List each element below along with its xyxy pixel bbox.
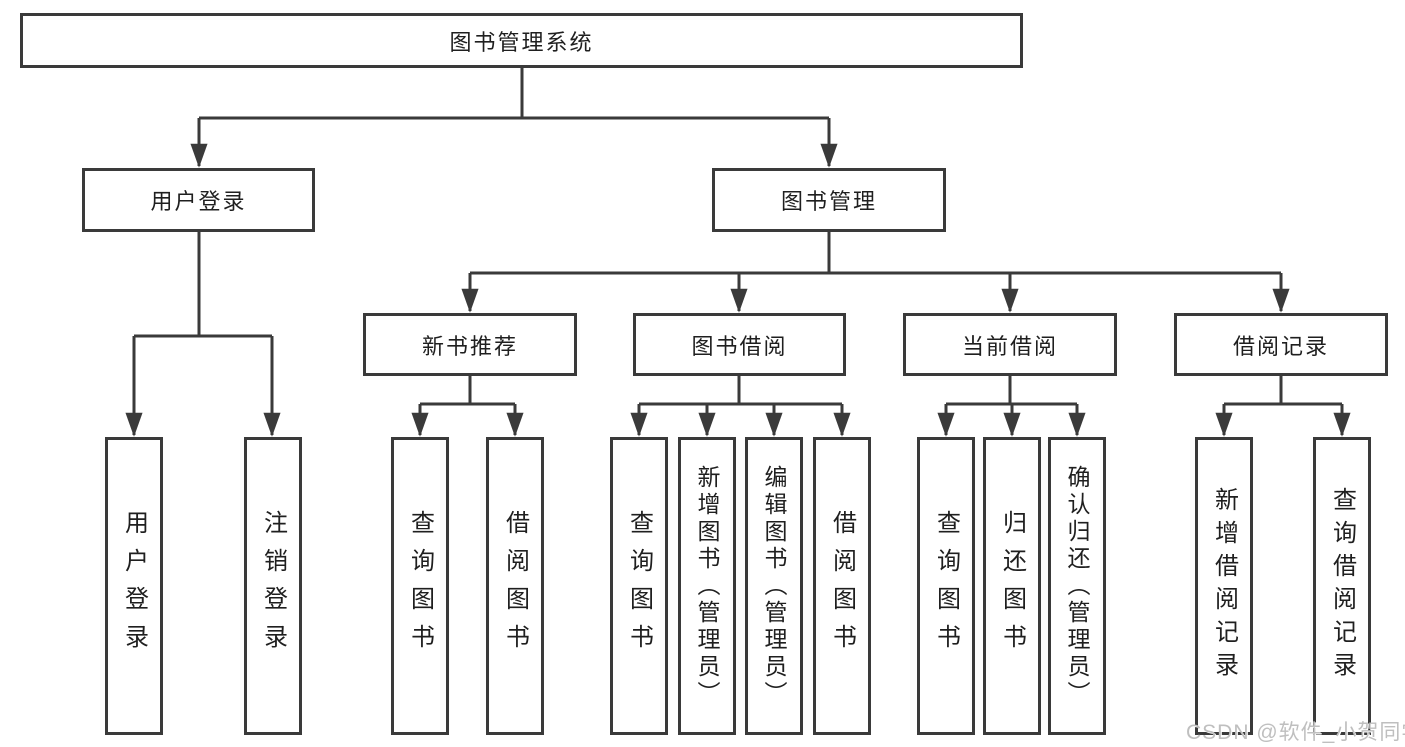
leaf-logout: 注销登录 — [244, 437, 302, 735]
leaf-query-books: 查询图书 — [610, 437, 668, 735]
node-borrowing-records: 借阅记录 — [1174, 313, 1388, 376]
leaf-return-books: 归还图书 — [983, 437, 1041, 735]
leaf-confirm-return-admin: 确认归还（管理员） — [1048, 437, 1106, 735]
leaf-borrow-books: 借阅图书 — [486, 437, 544, 735]
leaf-add-books-admin: 新增图书（管理员） — [678, 437, 736, 735]
csdn-watermark: CSDN @软件_小贺同学 — [1186, 721, 1405, 744]
leaf-borrow-books: 借阅图书 — [813, 437, 871, 735]
node-user-login: 用户登录 — [82, 168, 315, 232]
node-book-management: 图书管理 — [712, 168, 946, 232]
leaf-query-books: 查询图书 — [917, 437, 975, 735]
node-book-borrowing: 图书借阅 — [633, 313, 846, 376]
node-new-book-recommendation: 新书推荐 — [363, 313, 577, 376]
leaf-add-borrow-record: 新增借阅记录 — [1195, 437, 1253, 735]
node-root-system: 图书管理系统 — [20, 13, 1023, 68]
leaf-user-login: 用户登录 — [105, 437, 163, 735]
leaf-edit-books-admin: 编辑图书（管理员） — [745, 437, 803, 735]
leaf-query-books: 查询图书 — [391, 437, 449, 735]
node-current-borrowing: 当前借阅 — [903, 313, 1117, 376]
leaf-query-borrow-record: 查询借阅记录 — [1313, 437, 1371, 735]
